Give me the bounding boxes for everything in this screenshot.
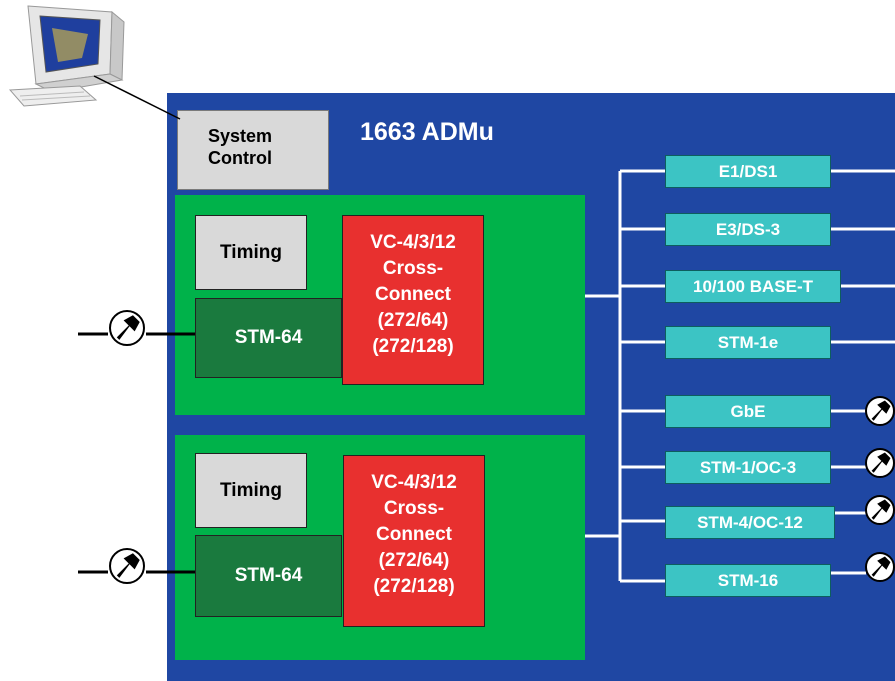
cross-connect-line: VC-4/3/12 bbox=[370, 232, 456, 253]
tributary-stm1-oc3: STM-1/OC-3 bbox=[665, 451, 831, 484]
tributary-stm16: STM-16 bbox=[665, 564, 831, 597]
stm64-aggregate-lines bbox=[78, 332, 195, 574]
cross-connect-line: Connect bbox=[376, 524, 452, 545]
stm64-block-1: STM-64 bbox=[195, 298, 342, 378]
cross-connect-line: VC-4/3/12 bbox=[371, 472, 457, 493]
optical-connector-icon bbox=[865, 396, 895, 426]
cross-connect-line: (272/64) bbox=[377, 310, 449, 331]
cross-connect-matrix-2: VC-4/3/12 Cross- Connect (272/64) (272/1… bbox=[343, 455, 485, 627]
tributary-ethernet: 10/100 BASE-T bbox=[665, 270, 841, 303]
cross-connect-line: Connect bbox=[375, 284, 451, 305]
system-control-block: System Control bbox=[177, 110, 329, 190]
system-control-line2: Control bbox=[208, 148, 272, 168]
timing-block-1: Timing bbox=[195, 215, 307, 290]
optical-connector-icon bbox=[865, 448, 895, 478]
cross-connect-line: (272/128) bbox=[372, 336, 454, 357]
tributary-bus bbox=[585, 169, 895, 583]
cross-connect-line: Cross- bbox=[382, 258, 444, 279]
cross-connect-line: Cross- bbox=[383, 498, 445, 519]
tributary-stm4-oc12: STM-4/OC-12 bbox=[665, 506, 835, 539]
optical-connectors bbox=[109, 310, 895, 584]
optical-connector-icon bbox=[865, 495, 895, 525]
tributary-gbe: GbE bbox=[665, 395, 831, 428]
management-link bbox=[93, 75, 181, 120]
device-title: 1663 ADMu bbox=[360, 118, 494, 146]
cross-connect-line: (272/64) bbox=[378, 550, 450, 571]
system-control-line1: System bbox=[208, 126, 273, 146]
cross-connect-line: (272/128) bbox=[373, 576, 455, 597]
optical-connector-icon bbox=[109, 548, 145, 584]
stm64-block-2: STM-64 bbox=[195, 535, 342, 617]
tributary-e3-ds3: E3/DS-3 bbox=[665, 213, 831, 246]
optical-connector-icon bbox=[865, 552, 895, 582]
timing-block-2: Timing bbox=[195, 453, 307, 528]
tributary-stm1e: STM-1e bbox=[665, 326, 831, 359]
tributary-e1-ds1: E1/DS1 bbox=[665, 155, 831, 188]
optical-connector-icon bbox=[109, 310, 145, 346]
cross-connect-matrix-1: VC-4/3/12 Cross- Connect (272/64) (272/1… bbox=[342, 215, 484, 385]
